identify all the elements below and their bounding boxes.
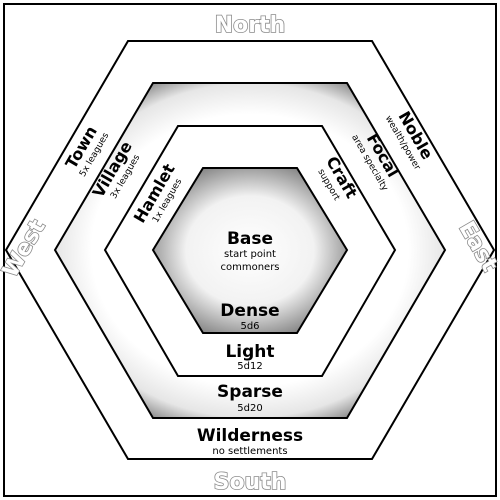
- base-line-2: commoners: [220, 262, 279, 273]
- wilderness-label: Wilderness: [197, 426, 303, 446]
- light-label: Light: [225, 342, 274, 362]
- base-label: Base: [227, 229, 273, 249]
- dense-label: Dense: [220, 301, 279, 321]
- light-dice: 5d12: [237, 361, 262, 372]
- compass-north: North: [215, 13, 286, 38]
- sparse-label: Sparse: [217, 382, 283, 402]
- base-line-1: start point: [224, 249, 276, 260]
- dense-dice: 5d6: [240, 321, 259, 332]
- sparse-dice: 5d20: [237, 403, 262, 414]
- hex-dense: [151, 167, 349, 334]
- compass-south: South: [214, 470, 287, 495]
- wilderness-note: no settlements: [212, 446, 287, 457]
